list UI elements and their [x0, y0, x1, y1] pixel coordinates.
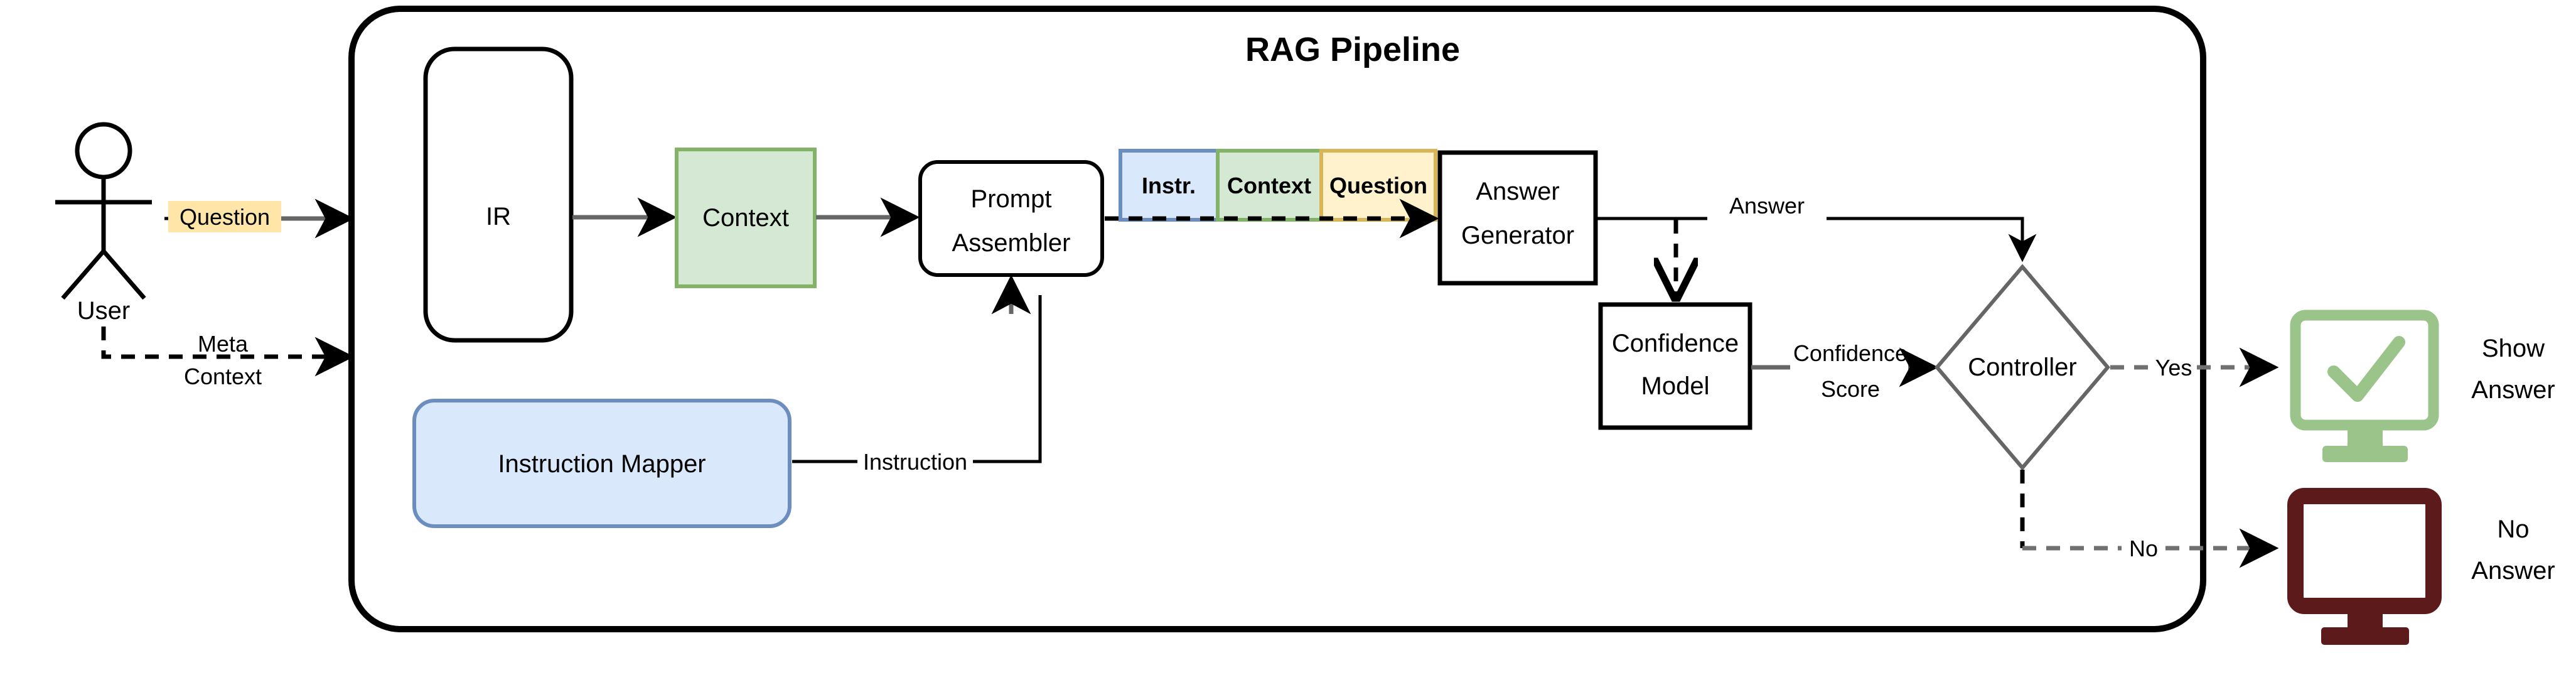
outcome-show-answer-line2: Answer [2471, 376, 2555, 404]
node-prompt-assembler-line1: Prompt [971, 185, 1052, 213]
edge-label-instruction: Instruction [863, 449, 967, 475]
node-ir[interactable]: IR [423, 46, 574, 343]
edge-meta-context: Meta Context [101, 327, 355, 389]
edge-label-answer: Answer [1729, 193, 1805, 219]
edge-instruction: Instruction [792, 274, 1042, 475]
user-stick-figure-icon [55, 122, 152, 300]
node-prompt-assembler-line2: Assembler [952, 229, 1071, 257]
node-confidence-model[interactable]: Confidence Model [1598, 302, 1752, 430]
edge-yes: Yes [2110, 347, 2279, 387]
edge-answer: Answer [1597, 193, 2037, 262]
node-controller-label: Controller [1968, 354, 2076, 381]
prompt-segment-instr: Instr. [1119, 149, 1220, 222]
edge-label-no: No [2129, 536, 2158, 561]
prompt-segment-bar: Instr. Context Question [1119, 149, 1437, 222]
node-answer-generator-box[interactable] [1437, 150, 1598, 286]
page-title: RAG Pipeline [1245, 31, 1460, 68]
edge-label-confidence-score-line2: Score [1821, 376, 1880, 402]
node-answer-generator-line1: Answer [1476, 178, 1559, 205]
rag-pipeline-border [348, 6, 2206, 632]
rag-pipeline-container: RAG Pipeline [348, 6, 2206, 632]
node-ir-box[interactable] [423, 46, 574, 343]
prompt-segment-instr-label: Instr. [1142, 173, 1196, 198]
monitor-check-icon [2290, 310, 2439, 462]
edge-label-meta-context-line1: Meta [198, 331, 249, 357]
node-ir-label: IR [486, 203, 511, 230]
prompt-segment-context-label: Context [1227, 173, 1311, 198]
node-confidence-model-line2: Model [1641, 372, 1710, 400]
prompt-segment-instr-box [1119, 149, 1220, 222]
node-answer-generator-line2: Generator [1461, 222, 1574, 249]
actor-label: User [77, 297, 130, 325]
question-label-highlight [168, 201, 281, 232]
outcome-show-answer[interactable]: Show Answer [2290, 310, 2555, 462]
outcome-show-answer-line1: Show [2482, 335, 2545, 362]
prompt-segment-context: Context [1216, 149, 1323, 222]
prompt-segment-question-label: Question [1329, 173, 1427, 198]
outcome-no-answer[interactable]: No Answer [2287, 488, 2555, 645]
edge-label-confidence-score-line1: Confidence [1793, 340, 1908, 366]
edge-label-question: Question [180, 204, 270, 230]
outcome-no-answer-line2: Answer [2471, 557, 2555, 585]
node-prompt-assembler[interactable]: Prompt Assembler [918, 160, 1104, 277]
node-controller-diamond[interactable] [1935, 264, 2110, 471]
edge-no: No [2020, 470, 2279, 568]
monitor-blank-icon [2287, 488, 2442, 645]
node-instruction-mapper[interactable]: Instruction Mapper [412, 399, 792, 528]
edge-label-meta-context-line2: Context [184, 364, 262, 389]
node-context[interactable]: Context [675, 148, 817, 288]
node-prompt-assembler-box[interactable] [918, 160, 1104, 277]
edge-label-yes: Yes [2155, 355, 2192, 381]
outcome-no-answer-line1: No [2497, 516, 2529, 543]
node-context-box[interactable] [675, 148, 817, 288]
node-controller[interactable]: Controller [1935, 264, 2110, 471]
avatar: User [55, 122, 152, 325]
prompt-segment-context-box [1216, 149, 1323, 222]
node-answer-generator[interactable]: Answer Generator [1437, 150, 1598, 286]
edge-confidence-score: Confidence Score [1751, 340, 1939, 402]
prompt-segment-question: Question [1319, 149, 1437, 222]
node-confidence-model-line1: Confidence [1612, 330, 1739, 357]
node-instruction-mapper-box[interactable] [412, 399, 792, 528]
node-context-label: Context [702, 204, 789, 232]
node-confidence-model-box[interactable] [1598, 302, 1752, 430]
edge-question: Question [164, 198, 355, 239]
node-instruction-mapper-label: Instruction Mapper [498, 450, 706, 478]
